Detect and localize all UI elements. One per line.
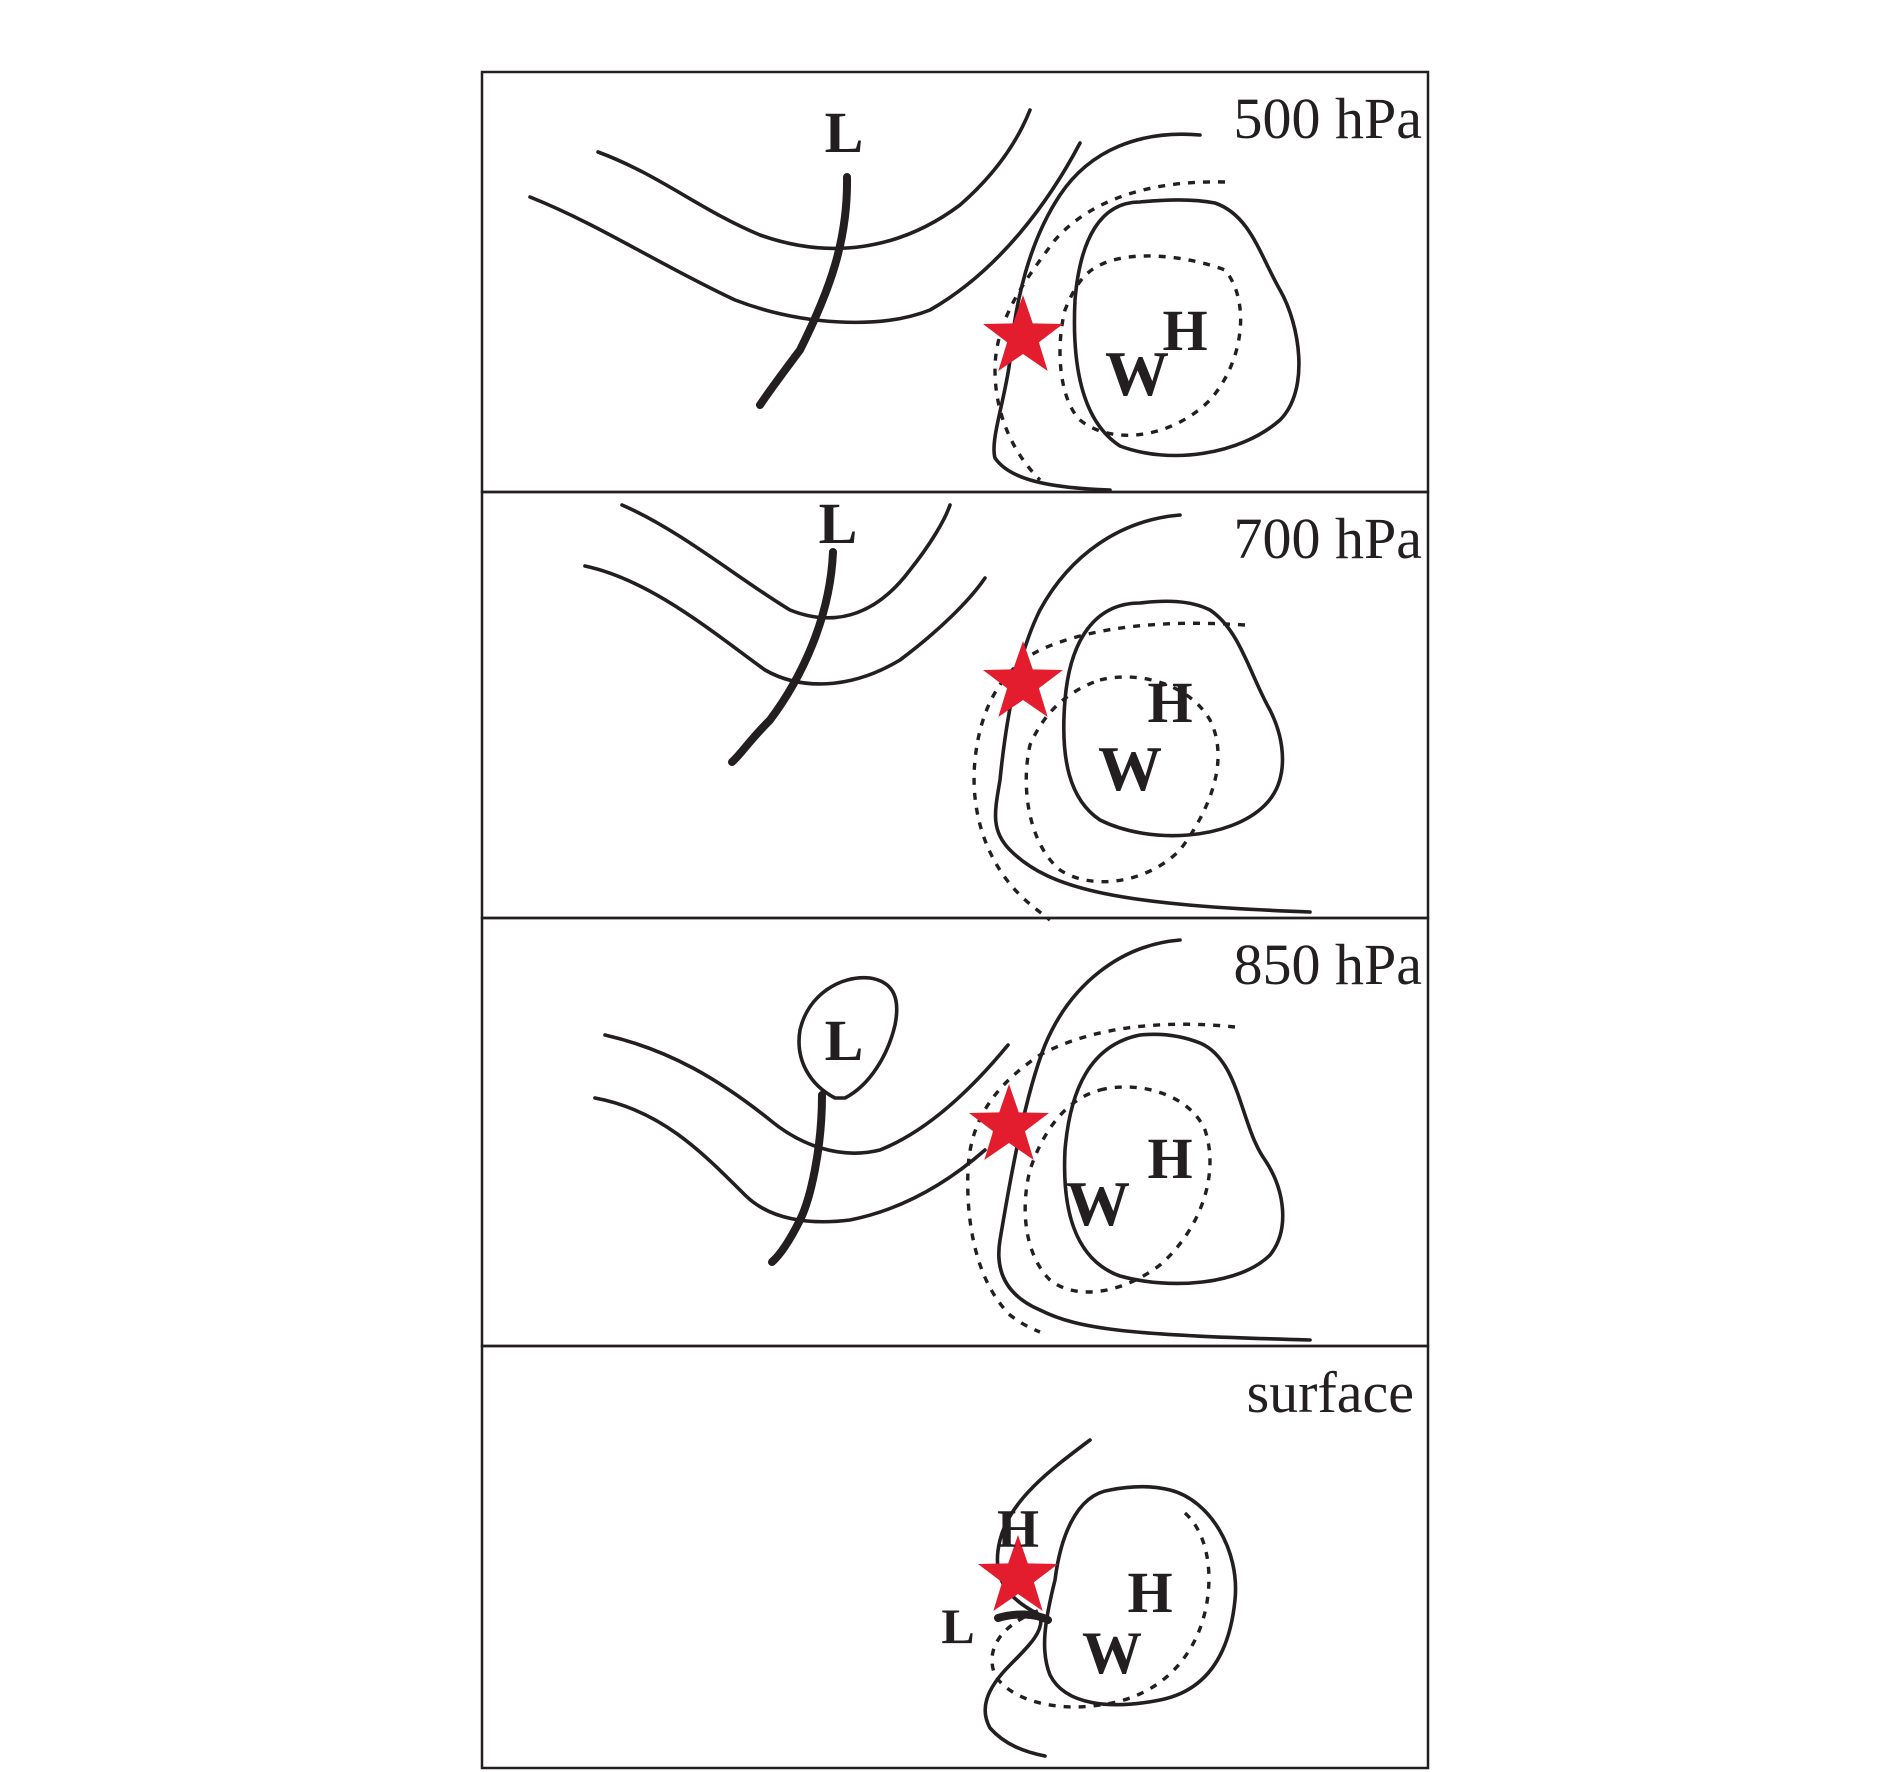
- red-star-icon: [983, 641, 1063, 717]
- height-contour: [583, 564, 987, 686]
- ridge-contour: [997, 938, 1312, 1342]
- low-label: L: [825, 100, 864, 165]
- level-label: 500 hPa: [1234, 86, 1423, 151]
- high-label: H: [1147, 670, 1192, 735]
- low-label: L: [825, 1008, 864, 1073]
- height-contour: [603, 1033, 1010, 1155]
- low-label: L: [819, 491, 858, 556]
- trough-axis: [756, 173, 852, 409]
- panel-850hpa: 850 hPa L H W: [480, 916, 1430, 1348]
- high-label-west: H: [997, 1499, 1039, 1559]
- panel-700hpa: 700 hPa L H W: [480, 490, 1430, 922]
- isotherm: [1058, 254, 1243, 437]
- height-contour: [620, 503, 952, 620]
- trough-axis: [728, 548, 837, 766]
- high-contour: [1072, 198, 1301, 458]
- high-label: H: [1147, 1126, 1192, 1191]
- isotherm: [993, 180, 1226, 482]
- high-contour: [1042, 1484, 1238, 1707]
- isotherm: [1023, 1085, 1212, 1294]
- level-label: 850 hPa: [1234, 932, 1423, 997]
- low-label: L: [941, 1598, 974, 1654]
- high-label: H: [1162, 298, 1207, 363]
- panel-frame: [480, 1344, 1430, 1770]
- panel-500hpa: 500 hPa L W H: [480, 70, 1430, 494]
- warm-label: W: [1082, 1620, 1142, 1686]
- panel-surface: surface H L H W: [480, 1344, 1430, 1770]
- trough-axis: [768, 1091, 826, 1266]
- isotherm: [972, 621, 1246, 922]
- warm-label: W: [1105, 338, 1169, 409]
- ridge-contour: [993, 513, 1312, 914]
- level-label: surface: [1247, 1360, 1414, 1425]
- height-contour: [593, 1096, 987, 1224]
- warm-label: W: [1066, 1168, 1130, 1239]
- level-label: 700 hPa: [1234, 506, 1423, 571]
- warm-label: W: [1098, 733, 1162, 804]
- height-contour: [528, 141, 1082, 325]
- high-label: H: [1127, 1560, 1172, 1625]
- high-contour: [1062, 1032, 1285, 1286]
- pressure-contour: [983, 1438, 1092, 1758]
- isotherm: [1024, 675, 1220, 884]
- low-contour: [797, 975, 899, 1100]
- front-segment: [994, 1610, 1052, 1624]
- isotherm: [966, 1022, 1236, 1334]
- height-contour: [596, 108, 1032, 251]
